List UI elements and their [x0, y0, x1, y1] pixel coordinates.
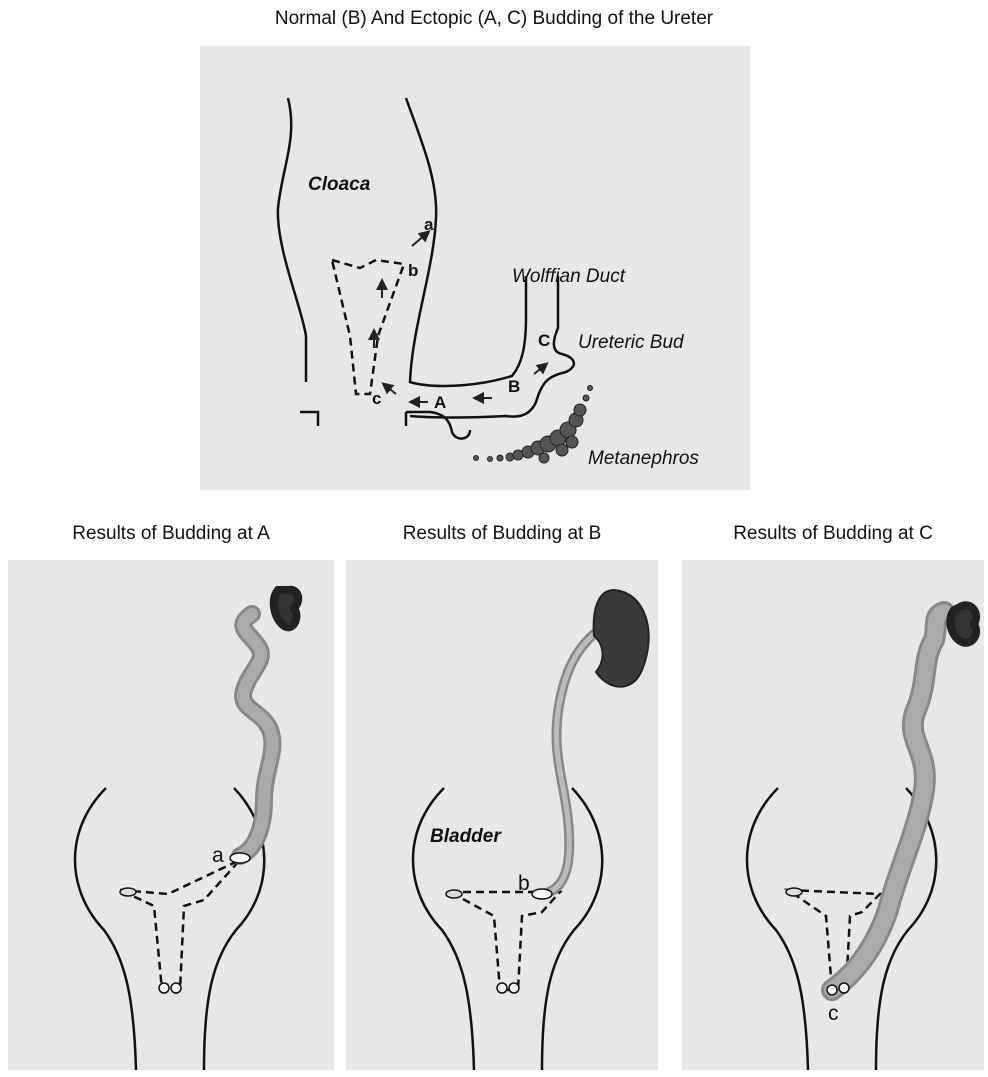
panel-b-diagram: Bladder b [346, 560, 658, 1070]
wolffian-duct-label: Wolffian Duct [512, 266, 626, 287]
panel-budding-c: c [682, 560, 984, 1070]
panel-c-diagram: c [682, 560, 984, 1070]
cloaca-right-wall [406, 98, 526, 386]
marker-b-label: b [518, 872, 530, 895]
arrow-C [534, 366, 544, 374]
embryo-diagram: Cloaca Wolffian Duct Ureteric Bud Metane… [200, 46, 750, 490]
point-A-label: A [434, 393, 446, 412]
lower-bud [410, 416, 500, 437]
arrow-c [386, 386, 396, 394]
cloaca-label: Cloaca [308, 174, 371, 195]
bladder-outline [75, 788, 136, 1070]
embryo-diagram-panel: Cloaca Wolffian Duct Ureteric Bud Metane… [200, 46, 750, 490]
point-B-label: B [508, 377, 520, 396]
kidney-normal [594, 590, 649, 687]
ureteric-bud-label: Ureteric Bud [578, 332, 685, 353]
marker-c-label: c [828, 1002, 839, 1025]
point-c-label: c [372, 389, 381, 408]
trigone-dashed [332, 260, 404, 394]
trigone-dashed [120, 860, 240, 990]
figure-title: Normal (B) And Ectopic (A, C) Budding of… [0, 8, 988, 30]
panel-budding-b: Bladder b [346, 560, 658, 1070]
bladder-label: Bladder [430, 826, 502, 847]
kidney-dysplastic [274, 590, 299, 628]
bladder-outline [747, 788, 808, 1070]
metanephros-label: Metanephros [588, 448, 699, 469]
corner-mark [300, 412, 318, 426]
ureter-orifice [120, 888, 136, 896]
panel-a-title: Results of Budding at A [8, 523, 334, 545]
panel-budding-a: a [8, 560, 334, 1070]
marker-a-label: a [212, 844, 224, 867]
panel-b-title: Results of Budding at B [346, 523, 658, 545]
kidney-dysplastic [950, 605, 976, 643]
point-C-label: C [538, 331, 550, 350]
arrow-a [412, 234, 426, 246]
trigone-dashed [450, 892, 560, 990]
point-b-label: b [408, 261, 418, 280]
panel-a-diagram: a [8, 560, 334, 1070]
point-a-label: a [424, 215, 434, 234]
cloaca-left-wall [278, 98, 306, 382]
panel-c-title: Results of Budding at C [682, 523, 984, 545]
